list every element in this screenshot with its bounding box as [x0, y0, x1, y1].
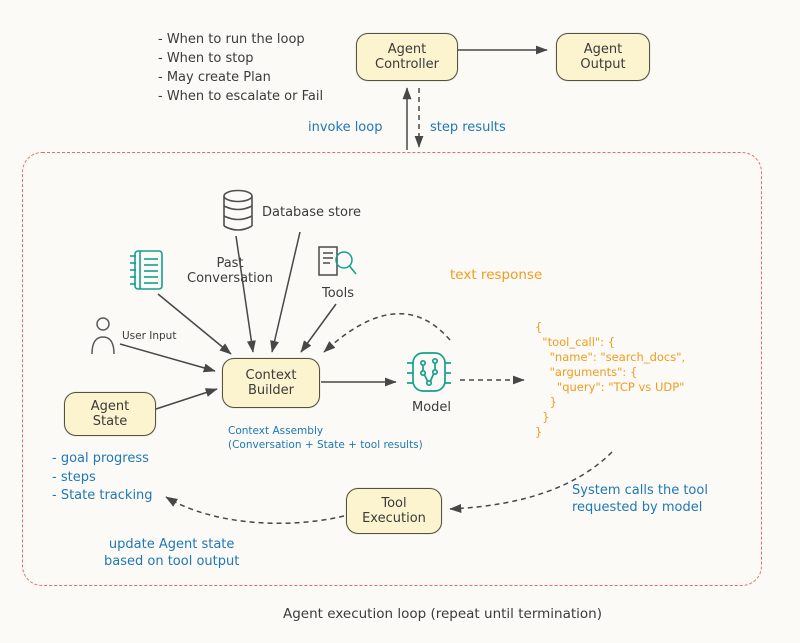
model-icon — [402, 346, 456, 398]
database-store-label: Database store — [262, 205, 362, 220]
user-icon — [90, 316, 116, 356]
notebook-icon — [126, 248, 164, 292]
diagram-caption: Agent execution loop (repeat until termi… — [283, 606, 602, 622]
code-line: } — [535, 395, 557, 409]
invoke-loop-label: invoke loop — [308, 120, 383, 135]
model-label: Model — [412, 400, 452, 415]
code-line: } — [535, 410, 550, 424]
note-line: - When to escalate or Fail — [158, 89, 324, 104]
tool-call-json: { "tool_call": { "name": "search_docs", … — [535, 320, 685, 440]
tools-label: Tools — [322, 286, 355, 301]
agent-state-list: - goal progress - steps - State tracking — [52, 450, 153, 506]
tools-icon — [316, 244, 358, 282]
execution-loop-boundary — [22, 152, 762, 586]
context-assembly-note: Context Assembly (Conversation + State +… — [228, 425, 423, 451]
text-response-label: text response — [450, 267, 543, 283]
code-line: "tool_call": { — [535, 335, 616, 349]
code-line: "name": "search_docs", — [535, 350, 686, 364]
update-state-note: update Agent state based on tool output — [104, 537, 240, 569]
database-icon — [218, 188, 258, 234]
agent-controller-node: Agent Controller — [356, 33, 458, 81]
code-line: "query": "TCP vs UDP" — [535, 380, 685, 394]
code-line: } — [535, 425, 543, 439]
note-line: - When to stop — [158, 51, 254, 66]
note-line: - May create Plan — [158, 70, 271, 85]
agent-output-node: Agent Output — [556, 33, 650, 81]
user-input-label: User Input — [122, 330, 177, 342]
tool-execution-node: Tool Execution — [346, 488, 442, 534]
past-conversation-label: Past Conversation — [187, 256, 273, 286]
state-list-item: - goal progress — [52, 451, 149, 466]
system-calls-note: System calls the tool requested by model — [572, 483, 708, 515]
note-line: - When to run the loop — [158, 32, 305, 47]
agent-state-node: Agent State — [64, 392, 156, 436]
context-builder-node: Context Builder — [222, 358, 320, 408]
code-line: "arguments": { — [535, 365, 638, 379]
state-list-item: - State tracking — [52, 488, 153, 503]
step-results-label: step results — [430, 120, 506, 135]
planning-notes: - When to run the loop - When to stop - … — [158, 30, 323, 106]
code-line: { — [535, 320, 543, 334]
state-list-item: - steps — [52, 469, 96, 485]
